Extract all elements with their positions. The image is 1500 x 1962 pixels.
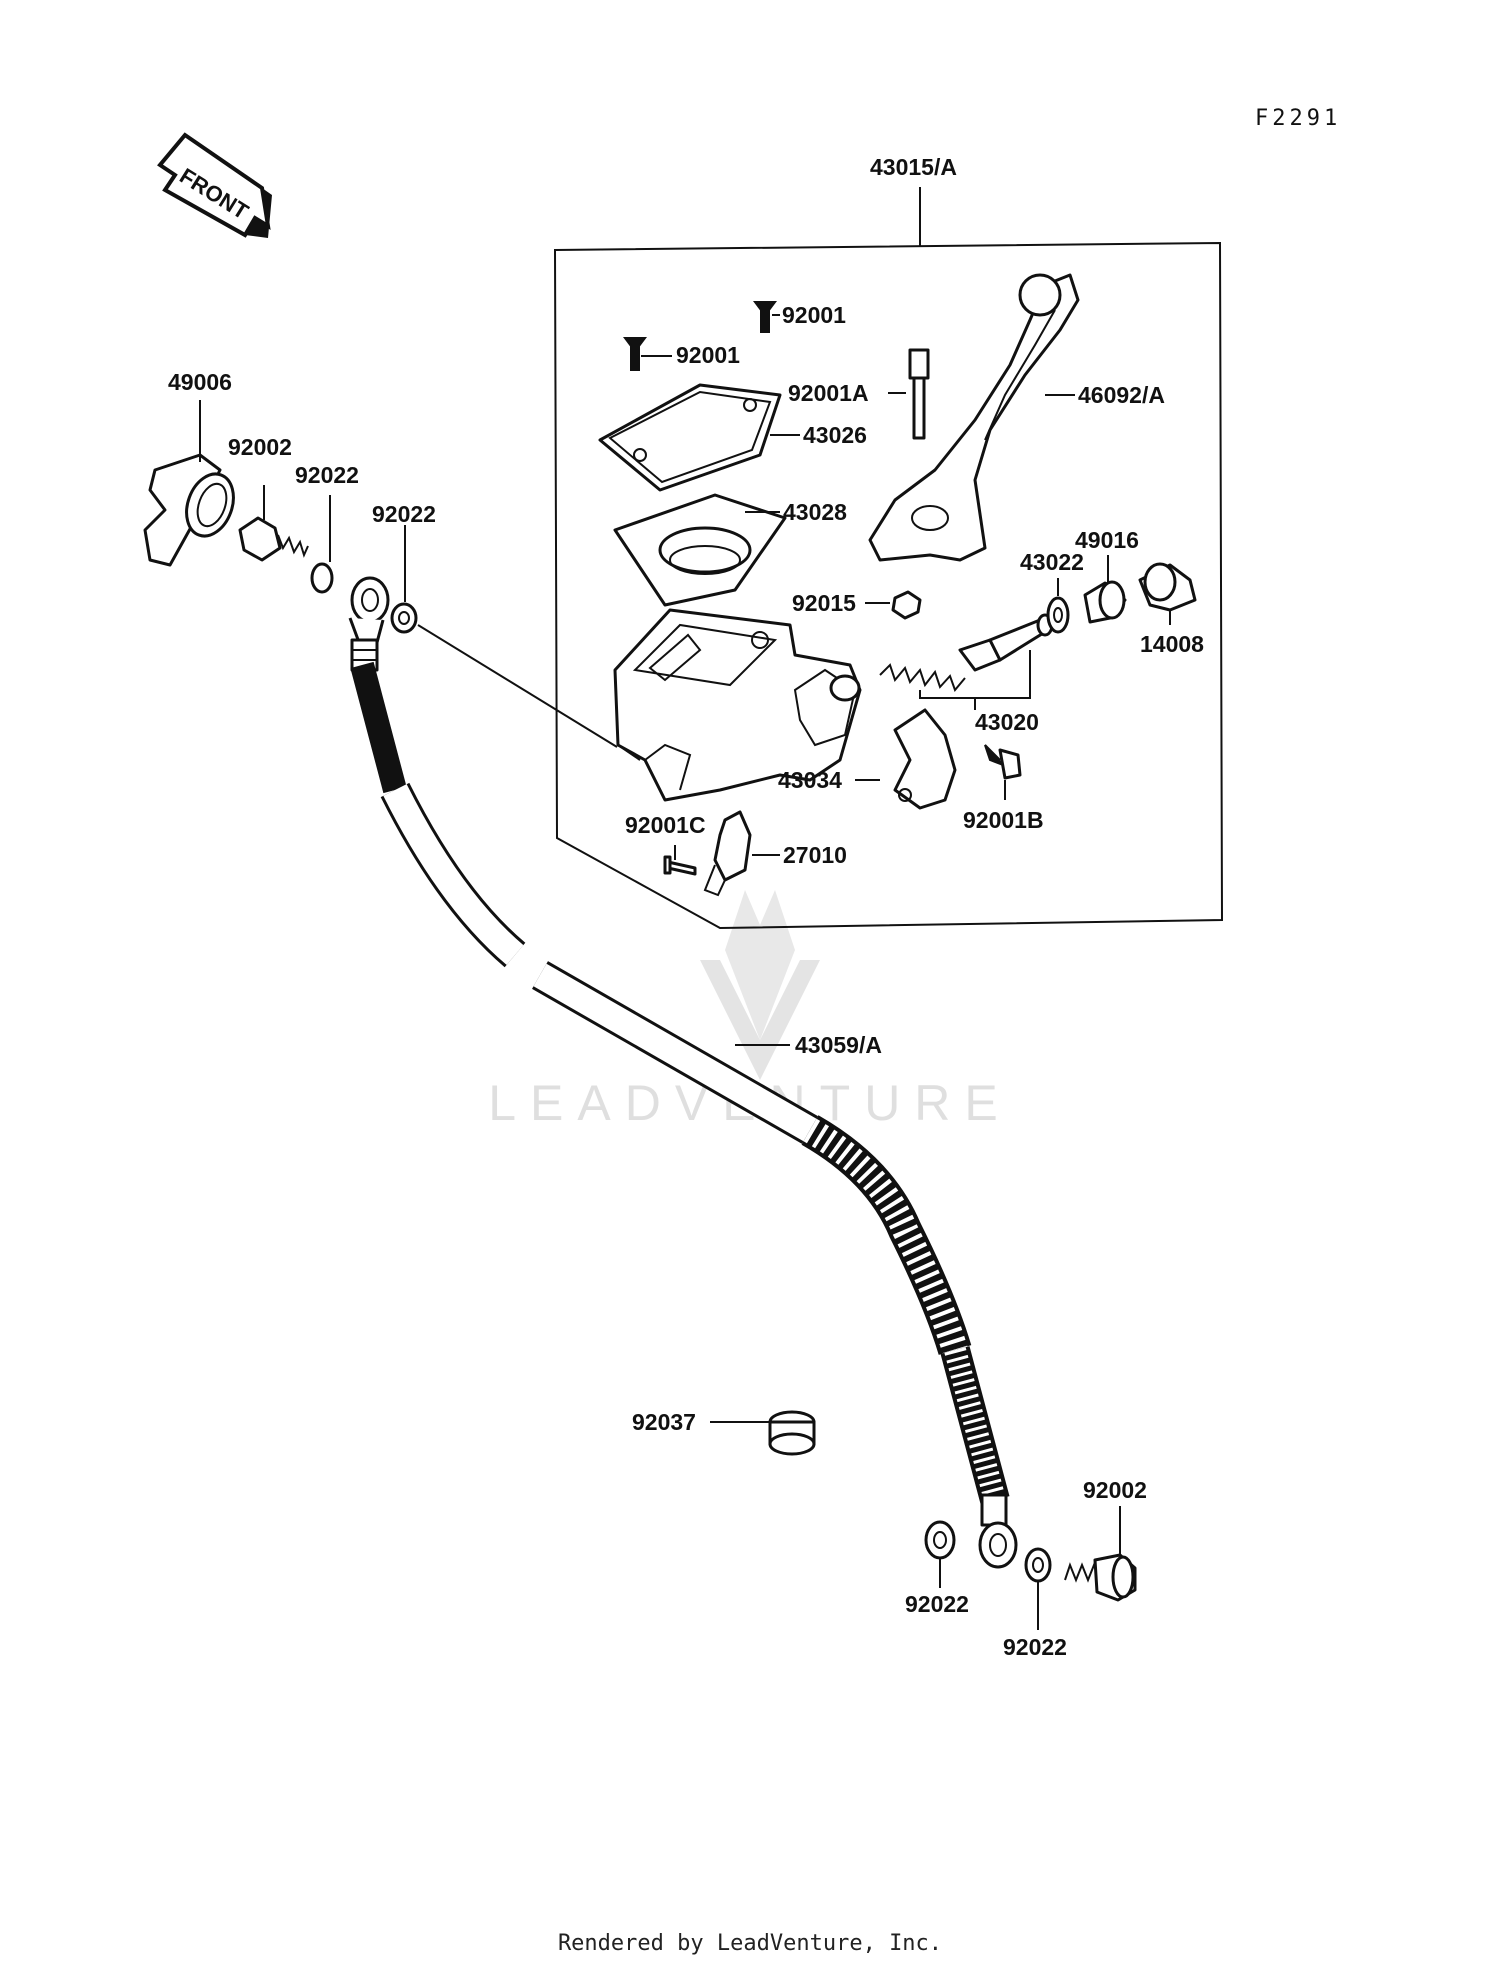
label-92022-c: 92022 [905,1591,969,1617]
label-92001A: 92001A [788,380,869,406]
bolt-92001A: 92001A [788,348,930,440]
brake-hose-43059A: 43059/A [350,661,1010,1504]
label-46092A: 46092/A [1078,382,1165,408]
hose-connection-leader [417,624,618,748]
label-92002-bottom: 92002 [1083,1477,1147,1503]
screw-92001-b: 92001 [623,337,740,371]
switch-27010: 27010 [703,810,847,897]
bushing-49016: 49016 [1075,527,1139,624]
master-cylinder-body [613,608,862,802]
banjo-fitting-bottom [978,1493,1018,1569]
label-43026: 43026 [803,422,867,448]
watermark-v-icon [700,960,820,1080]
label-92001-b: 92001 [676,342,740,368]
label-27010: 27010 [783,842,847,868]
washer-92022-b: 92022 [372,501,436,634]
label-43022: 43022 [1020,549,1084,575]
diaphragm-43028: 43028 [613,493,847,607]
label-49006: 49006 [168,369,232,395]
piston-assembly-43020: 43020 [879,613,1054,735]
washer-43022: 43022 [1020,549,1084,634]
label-14008: 14008 [1140,631,1204,657]
washer-92022-d: 92022 [1003,1547,1067,1660]
label-92022-b: 92022 [372,501,436,527]
washer-92022-a: 92022 [295,462,359,594]
banjo-fitting-top [348,576,390,672]
bolt-92001B: 92001B [963,744,1044,833]
label-49016: 49016 [1075,527,1139,553]
nut-92015: 92015 [792,590,922,620]
label-92002-top: 92002 [228,434,292,460]
grommet-92037: 92037 [632,1409,816,1456]
screw-92001C: 92001C [625,812,706,876]
screw-92001-a: 92001 [753,301,846,333]
washer-92022-c: 92022 [905,1520,969,1617]
assembly-frame: 43015/A [553,154,1224,930]
label-43034: 43034 [778,767,842,793]
front-arrow-icon: FRONT [157,132,272,238]
clamp-43034: 43034 [778,708,957,810]
label-43059A: 43059/A [795,1032,882,1058]
label-43028: 43028 [783,499,847,525]
label-43020: 43020 [975,709,1039,735]
label-92037: 92037 [632,1409,696,1435]
banjo-bolt-92002-bottom: 92002 [1064,1477,1147,1602]
label-92022-d: 92022 [1003,1634,1067,1660]
reservoir-cap-43026: 43026 [598,383,867,492]
label-92015: 92015 [792,590,856,616]
banjo-cap-49006: 49006 [143,369,235,567]
footer-credit: Rendered by LeadVenture, Inc. [558,1931,942,1956]
label-92022-a: 92022 [295,462,359,488]
label-92001-a: 92001 [782,302,846,328]
diagram-code: F2291 [1255,106,1341,131]
label-92001C: 92001C [625,812,706,838]
banjo-bolt-92002-top: 92002 [228,434,309,562]
label-92001B: 92001B [963,807,1044,833]
brake-lever-46092A: 46092/A [868,273,1165,562]
boot-14008: 14008 [1138,562,1204,657]
label-43015A: 43015/A [870,154,957,180]
